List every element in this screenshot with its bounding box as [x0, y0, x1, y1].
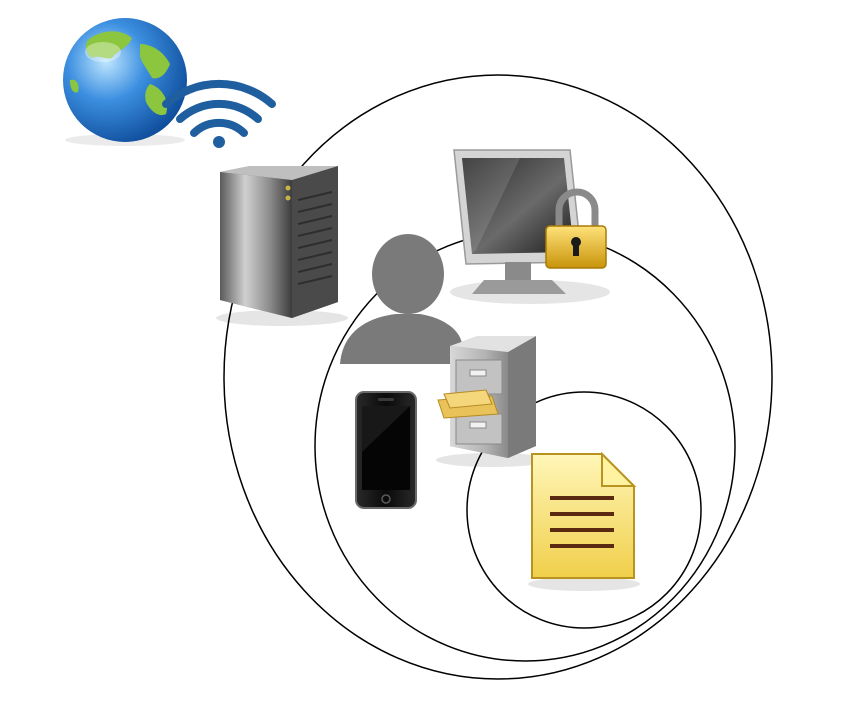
smartphone-icon [355, 391, 417, 509]
document-icon [528, 451, 640, 591]
outer-ring [223, 74, 773, 680]
inner-ring [466, 391, 702, 629]
wifi-icon [162, 79, 276, 137]
user-silhouette-icon [340, 234, 462, 364]
server-tower-icon [216, 166, 348, 326]
filing-cabinet-icon [436, 336, 548, 467]
locked-monitor-icon [450, 149, 610, 304]
padlock-icon [545, 188, 607, 269]
globe-with-wifi-icon [63, 18, 276, 148]
